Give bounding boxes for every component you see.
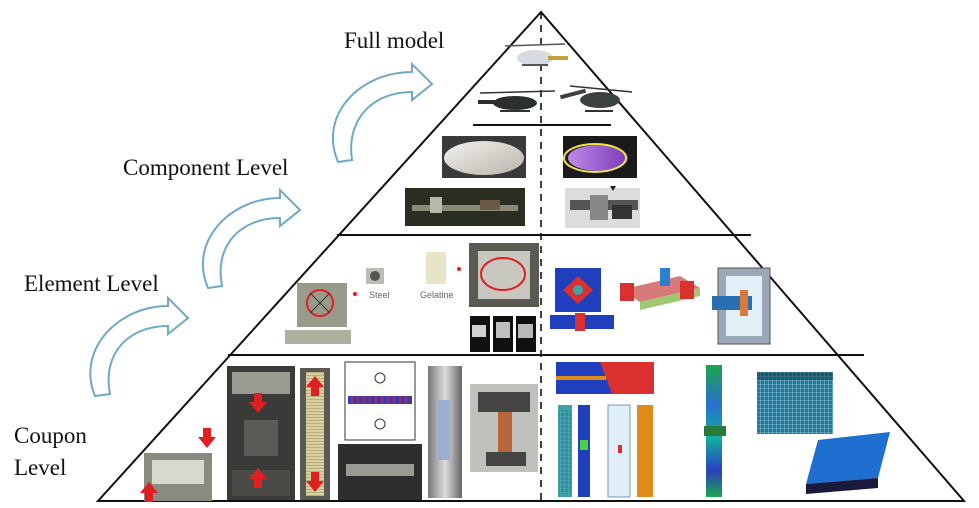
steel-projectile bbox=[366, 268, 384, 284]
curved-arrow-icon bbox=[201, 187, 302, 290]
specimen-photo bbox=[144, 453, 212, 501]
component-level-label: Component Level bbox=[123, 155, 289, 180]
pyramid-outline bbox=[95, 10, 967, 502]
full-model-label: Full model bbox=[344, 28, 445, 53]
fe-model bbox=[806, 432, 890, 494]
fe-model bbox=[550, 268, 614, 331]
specimen-drawing bbox=[344, 361, 416, 441]
element-level-label: Element Level bbox=[24, 271, 159, 296]
specimen-photo bbox=[470, 384, 538, 472]
test-rig-fe-model bbox=[565, 186, 640, 228]
high-speed-frames bbox=[470, 316, 536, 352]
test-rig-photo bbox=[405, 188, 525, 226]
gelatine-caption: Gelatine bbox=[420, 290, 454, 300]
curved-arrows bbox=[89, 61, 434, 398]
fe-model bbox=[757, 372, 833, 434]
impact-panel-photo bbox=[469, 243, 539, 307]
element-photos: Steel Gelatine bbox=[285, 243, 771, 352]
curved-arrow-icon bbox=[89, 295, 190, 398]
component-photos bbox=[405, 136, 640, 228]
helicopter-image bbox=[478, 43, 633, 112]
specimen-photo bbox=[285, 283, 351, 344]
canopy-photo bbox=[442, 136, 526, 178]
red-arrow-icon bbox=[198, 428, 216, 448]
fe-model bbox=[558, 404, 653, 498]
coupon-level-label-line1: Coupon bbox=[14, 423, 87, 448]
canopy-fe-model bbox=[563, 136, 637, 178]
coupon-photos bbox=[140, 361, 890, 502]
fe-model bbox=[556, 362, 654, 394]
steel-caption: Steel bbox=[369, 290, 390, 300]
fe-model bbox=[712, 267, 771, 345]
coupon-level-label-line2: Level bbox=[14, 455, 67, 480]
fe-model bbox=[704, 365, 726, 497]
curved-arrow-icon bbox=[331, 61, 434, 164]
specimen-photo bbox=[338, 444, 422, 500]
fe-model bbox=[620, 268, 700, 310]
specimen-photo bbox=[428, 366, 462, 498]
gelatine-projectile bbox=[426, 252, 446, 284]
